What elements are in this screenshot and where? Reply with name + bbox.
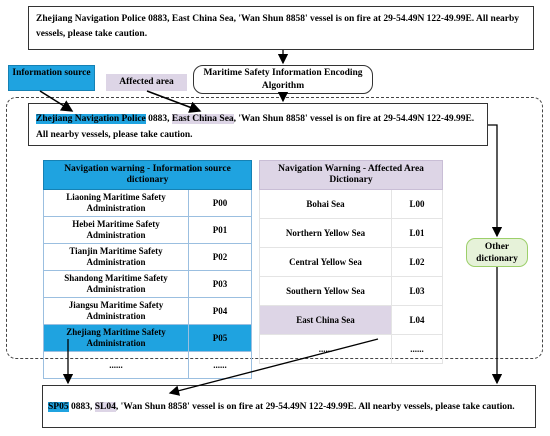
affected-area-label: Affected area	[119, 77, 174, 87]
area-code: L01	[391, 218, 443, 248]
arrow-affected-area	[146, 90, 202, 113]
area-name: Bohai Sea	[259, 189, 392, 219]
source-name: Shandong Maritime Safety Administration	[43, 270, 189, 298]
area-code: L03	[391, 276, 443, 306]
other-dictionary-label: Other dictionary	[476, 242, 518, 264]
message-rest: , 'Wan Shun 8858' vessel is on fire at 2…	[115, 402, 515, 412]
affected-area-tag: Affected area	[106, 74, 187, 91]
source-name: Hebei Maritime Safety Administration	[43, 216, 189, 244]
area-code-highlight: SL04	[94, 402, 116, 412]
area-name: Central Yellow Sea	[259, 247, 392, 277]
table-row: ............	[259, 334, 443, 364]
arrow-to-other-dictionary	[488, 124, 503, 238]
encoded-message-box: SP05 0883, SL04, 'Wan Shun 8858' vessel …	[42, 385, 536, 428]
source-name: Tianjin Maritime Safety Administration	[43, 243, 189, 271]
table-row: ............	[43, 351, 252, 379]
affected-area-dictionary: Navigation Warning - Affected Area Dicti…	[259, 160, 443, 364]
source-code: P03	[188, 270, 252, 298]
area-name: ......	[259, 334, 392, 364]
annotated-message-box: Zhejiang Navigation Police 0883, East Ch…	[28, 103, 488, 146]
source-code: P05	[188, 324, 252, 352]
original-message-box: Zhejiang Navigation Police 0883, East Ch…	[28, 6, 534, 50]
original-message-text: Zhejiang Navigation Police 0883, East Ch…	[36, 14, 520, 39]
source-highlight: Zhejiang Navigation Police	[36, 114, 146, 124]
encoding-algorithm-box: Maritime Safety Information Encoding Alg…	[193, 65, 373, 94]
area-name: East China Sea	[259, 305, 392, 335]
arrow-info-source	[39, 90, 74, 112]
area-code: L02	[391, 247, 443, 277]
source-code: P02	[188, 243, 252, 271]
area-dict-header: Navigation Warning - Affected Area Dicti…	[259, 160, 443, 190]
other-dictionary-box: Other dictionary	[466, 238, 528, 267]
information-source-tag: Information source	[8, 65, 95, 91]
area-highlight: East China Sea	[171, 114, 234, 124]
message-part: 0883,	[68, 402, 95, 412]
message-part: 0883,	[145, 114, 172, 124]
source-code: ......	[188, 351, 252, 379]
source-code: P00	[188, 189, 252, 217]
arrow-area-to-bottom	[168, 338, 379, 396]
area-code: ......	[391, 334, 443, 364]
message-rest: , 'Wan Shun 8858' vessel is on fire at 2…	[36, 114, 475, 140]
information-source-dictionary: Navigation warning - Information source …	[43, 160, 252, 379]
source-code-highlight: SP05	[48, 402, 69, 412]
information-source-label: Information source	[12, 68, 91, 78]
area-name: Southern Yellow Sea	[259, 276, 392, 306]
source-dict-header: Navigation warning - Information source …	[43, 160, 252, 190]
area-name: Northern Yellow Sea	[259, 218, 392, 248]
encoding-algorithm-label: Maritime Safety Information Encoding Alg…	[203, 68, 363, 91]
